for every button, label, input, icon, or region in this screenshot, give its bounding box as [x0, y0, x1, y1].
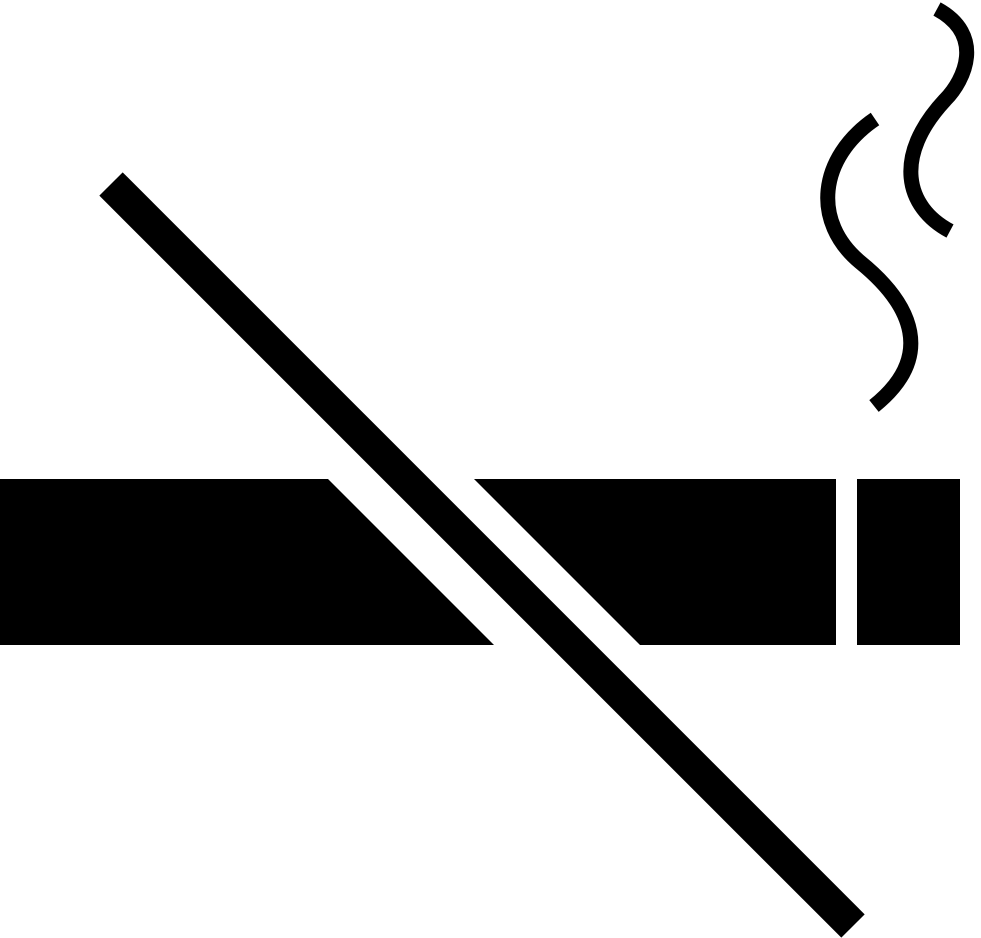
prohibition-slash [99, 172, 865, 938]
cigarette-body-right [474, 479, 836, 645]
smoke-wisp-left [820, 112, 919, 412]
cigarette-body-left [0, 479, 494, 645]
cigarette-tip [857, 479, 960, 645]
smoke-wisp-right [903, 2, 975, 238]
